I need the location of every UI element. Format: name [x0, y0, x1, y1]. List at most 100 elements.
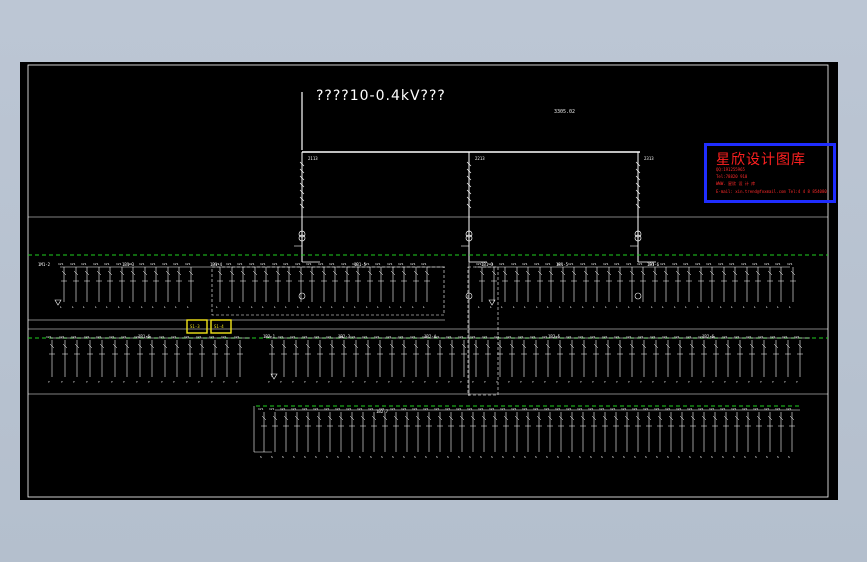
feeder-label: Y: [316, 380, 318, 384]
feeder-label: Y: [148, 380, 150, 384]
breaker-mark: [640, 270, 646, 276]
feeder-label: L: [83, 305, 85, 309]
breaker-mark: [137, 343, 143, 349]
feeder-label: 1V1: [421, 262, 427, 266]
breaker-mark: [617, 343, 623, 349]
breaker-mark: [49, 343, 55, 349]
breaker-mark: [653, 343, 659, 349]
breaker-mark: [298, 270, 304, 276]
feeder-label: 1V1: [278, 335, 284, 339]
feeder-label: S: [359, 455, 361, 459]
feeder-label: L: [628, 305, 630, 309]
breaker-mark: [327, 415, 333, 421]
feeder-label: L: [559, 305, 561, 309]
feeder-label: S: [568, 455, 570, 459]
feeder-label: S: [370, 455, 372, 459]
feeder-label: Y: [304, 380, 306, 384]
watermark-line: E-mail: xin.trend@foxmail.com Tel:4 4 8 …: [716, 189, 827, 194]
breaker-mark: [755, 270, 761, 276]
feeder-label: L: [164, 305, 166, 309]
breaker-mark: [424, 270, 430, 276]
feeder-label: L: [662, 305, 664, 309]
feeder-label: L: [547, 305, 549, 309]
feeder-label: 1V1: [637, 262, 643, 266]
breaker-mark: [569, 343, 575, 349]
feeder-label: 1V1: [226, 262, 232, 266]
breaker-mark: [401, 343, 407, 349]
breaker-mark: [84, 270, 90, 276]
breaker-mark: [571, 270, 577, 276]
feeder-label: 1V1: [93, 262, 99, 266]
breaker-mark: [459, 415, 465, 421]
feeder-label: 1V1: [173, 262, 179, 266]
watermark-title: 星欣设计图库: [716, 152, 806, 168]
breaker-mark: [61, 270, 67, 276]
ct-symbol: [465, 292, 473, 300]
feeder-label: 1V1: [96, 335, 102, 339]
feeder-label: 1V1: [357, 407, 363, 411]
breaker-mark: [293, 343, 299, 349]
feeder-label: Y: [376, 380, 378, 384]
feeder-label: 1V1: [544, 407, 550, 411]
section-label: 1B2-4: [424, 334, 437, 339]
feeder-label: L: [513, 305, 515, 309]
feeder-label: L: [175, 305, 177, 309]
feeder-label: 1V1: [764, 407, 770, 411]
breaker-mark: [377, 343, 383, 349]
feeder-label: L: [605, 305, 607, 309]
breaker-mark: [767, 270, 773, 276]
feeder-label: 1V1: [70, 262, 76, 266]
breaker-mark: [536, 415, 542, 421]
feeder-label: L: [274, 305, 276, 309]
breaker-mark: [349, 415, 355, 421]
feeder-label: 1V1: [590, 335, 596, 339]
ground-symbol: [488, 299, 496, 306]
feeder-label: 1V1: [775, 407, 781, 411]
feeder-label: L: [685, 305, 687, 309]
feeder-label: S: [601, 455, 603, 459]
breaker-mark: [187, 343, 193, 349]
feeder-label: 1V1: [290, 335, 296, 339]
feeder-label: S: [326, 455, 328, 459]
feeder-label: S: [425, 455, 427, 459]
feeder-label: L: [297, 305, 299, 309]
breaker-mark: [635, 189, 641, 195]
feeder-label: L: [731, 305, 733, 309]
feeder-label: 1V1: [467, 407, 473, 411]
breaker-mark: [668, 415, 674, 421]
feeder-label: 1V1: [209, 335, 215, 339]
feeder-label: 1V1: [650, 335, 656, 339]
breaker-mark: [294, 415, 300, 421]
feeder-label: 1V1: [770, 335, 776, 339]
breaker-mark: [119, 270, 125, 276]
feeder-label: 1V1: [401, 407, 407, 411]
breaker-mark: [153, 270, 159, 276]
breaker-mark: [470, 415, 476, 421]
feeder-label: S: [535, 455, 537, 459]
breaker-mark: [87, 343, 93, 349]
breaker-mark: [272, 415, 278, 421]
feeder-label: 1V1: [729, 262, 735, 266]
feeder-label: 1V1: [566, 335, 572, 339]
feeder-label: 1V1: [488, 262, 494, 266]
breaker-mark: [124, 343, 130, 349]
feeder-label: S: [612, 455, 614, 459]
feeder-label: 1V1: [610, 407, 616, 411]
breaker-mark: [558, 415, 564, 421]
section-label: 1B2-3: [338, 334, 351, 339]
feeder-label: S: [304, 455, 306, 459]
breaker-mark: [466, 182, 472, 188]
feeder-label: 1V1: [614, 262, 620, 266]
feeder-label: 1V1: [470, 335, 476, 339]
breaker-mark: [713, 343, 719, 349]
feeder-label: 1V1: [139, 262, 145, 266]
breaker-mark: [778, 415, 784, 421]
feeder-label: L: [152, 305, 154, 309]
feeder-label: L: [697, 305, 699, 309]
feeder-label: Y: [664, 380, 666, 384]
section-label: 1M1-2: [38, 262, 51, 267]
feeder-label: 1V1: [534, 262, 540, 266]
feeder-label: 1V1: [660, 262, 666, 266]
feeder-label: S: [557, 455, 559, 459]
